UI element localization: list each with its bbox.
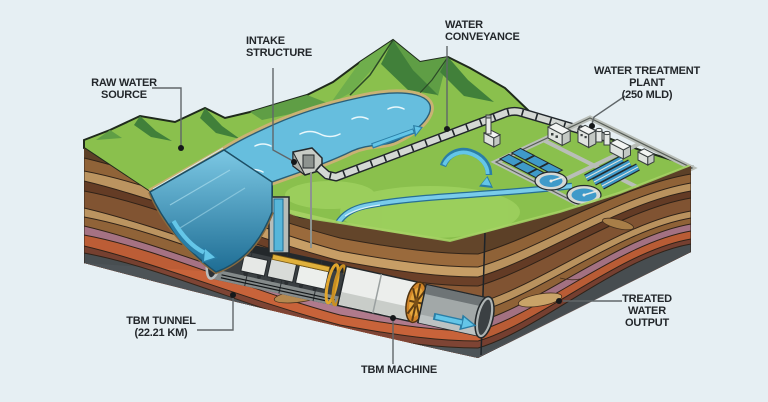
label-tbm-machine: TBM MACHINE <box>360 364 438 376</box>
pipe-flow-arrow <box>371 125 423 149</box>
plant-flow-arrow <box>439 147 493 188</box>
tbm-cutterhead <box>405 281 428 324</box>
chimney-building <box>482 114 502 148</box>
mountains <box>96 39 494 141</box>
tbm-machine-body <box>336 265 420 323</box>
building <box>608 138 632 160</box>
label-tbm-tunnel: TBM TUNNEL (22.21 KM) <box>126 315 196 339</box>
label-raw-water-source: RAW WATER SOURCE <box>91 77 157 101</box>
clarifier-tanks <box>534 171 602 206</box>
outflow-canal <box>335 182 573 225</box>
intake-structure <box>292 147 323 176</box>
lake-cross-section <box>148 149 274 275</box>
building <box>576 124 597 149</box>
intake-flow-arrow <box>168 219 218 263</box>
label-treated-water-output: TREATED WATER OUTPUT <box>622 293 672 329</box>
lining-segment-ring <box>324 263 340 305</box>
plant-buildings <box>482 114 656 166</box>
building <box>546 122 572 147</box>
treatment-plant <box>439 114 698 217</box>
label-intake-structure: INTAKE STRUCTURE <box>246 35 313 59</box>
building <box>636 148 656 166</box>
label-water-conveyance: WATER CONVEYANCE <box>445 19 520 43</box>
silo-tanks <box>595 127 611 146</box>
conveyance-pipeline <box>315 106 610 182</box>
tbm-trailing-gear <box>228 245 331 292</box>
leader-dots <box>178 123 595 321</box>
label-water-treatment-plant: WATER TREATMENT PLANT (250 MLD) <box>594 65 700 101</box>
leader-lines <box>152 46 626 364</box>
tunnel-flow-arrow <box>432 312 477 331</box>
sedimentation-basins <box>584 155 640 190</box>
water-drop-shaft <box>268 172 312 254</box>
